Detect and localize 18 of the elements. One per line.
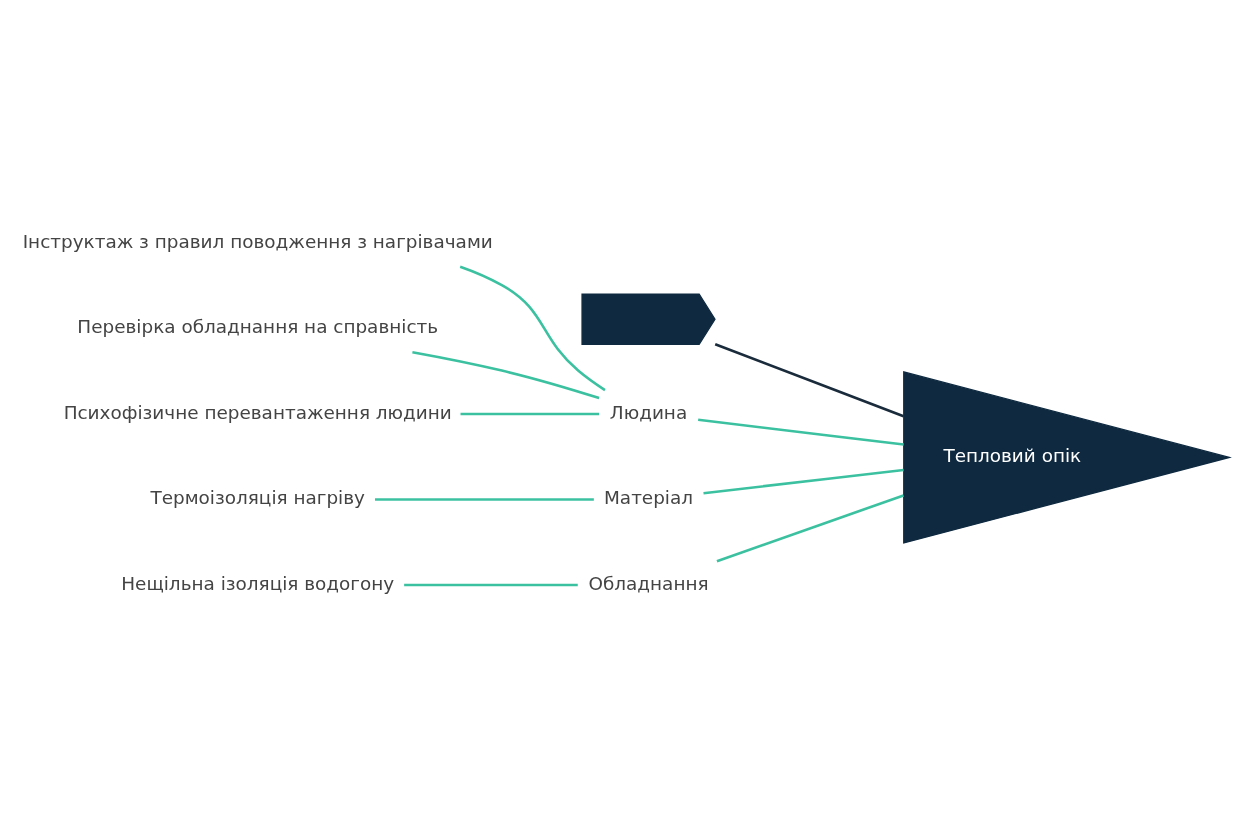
- node-text: Психофізичне перевантаження людини: [63, 401, 452, 423]
- connector: [374, 497, 594, 501]
- node-text: Людина: [609, 401, 688, 423]
- connector: [714, 342, 904, 418]
- node-text: Обладнання: [588, 572, 709, 594]
- node-text: Матеріал: [603, 486, 694, 508]
- connector: [703, 468, 904, 495]
- node-text: Термоізоляція нагріву: [150, 486, 365, 508]
- connector: [404, 583, 578, 586]
- connector: [698, 418, 904, 446]
- node-chevron: [581, 293, 716, 345]
- connector: [716, 493, 904, 563]
- node-text: Перевірка обладнання на справність: [77, 315, 439, 337]
- connector: [459, 264, 606, 391]
- node-text: Нещільна ізоляція водогону: [121, 572, 395, 594]
- node-text: Інструктаж з правил поводження з нагрівачами: [22, 230, 493, 252]
- connector: [412, 350, 600, 399]
- connector: [460, 412, 600, 415]
